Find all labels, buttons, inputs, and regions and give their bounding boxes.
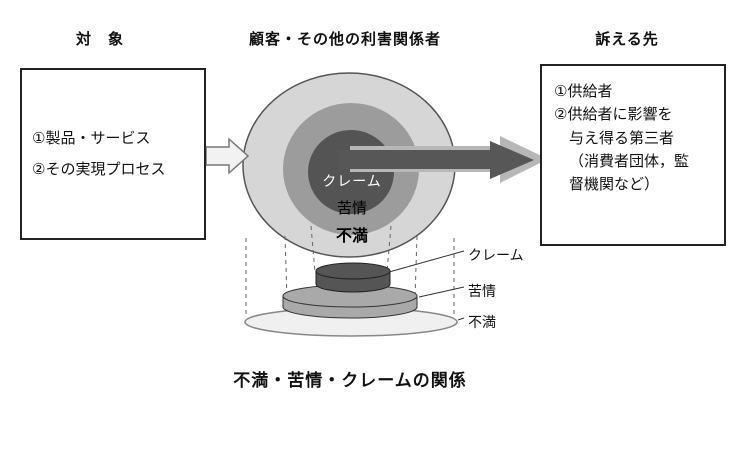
claim-label-connector: [388, 250, 465, 273]
heading-stakeholders: 顧客・その他の利害関係者: [248, 31, 441, 48]
disk-label-claim: クレーム: [468, 247, 524, 263]
appeal-item-supplier: ①供給者: [554, 83, 613, 100]
input-arrow: [205, 137, 250, 175]
output-arrow: [338, 141, 534, 179]
appeal-item-examples-cont: 督機関など）: [569, 176, 660, 193]
diagram-caption: 不満・苦情・クレームの関係: [233, 371, 467, 390]
venn-label-complaint: 苦情: [336, 200, 367, 217]
appeal-item-thirdparty-cont: 与え得る第三者: [569, 129, 675, 147]
disk-label-complaint: 苦情: [468, 283, 496, 299]
complaint-label-connector: [418, 286, 465, 298]
target-item-process: ②その実現プロセス: [32, 161, 166, 178]
venn-label-claim: クレーム: [322, 173, 382, 189]
disk-claim-top: [315, 262, 391, 280]
dashed-projection-line: [284, 235, 288, 299]
heading-target: 対 象: [75, 31, 124, 48]
target-item-products: ①製品・サービス: [32, 129, 151, 147]
appeal-item-thirdparty: ②供給者に影響を: [554, 106, 673, 124]
heading-appeal-to: 訴える先: [595, 31, 659, 48]
appeal-item-examples: （消費者団体，監: [569, 152, 690, 170]
dashed-projection-line: [414, 235, 418, 299]
disk-label-dissatisfaction: 不満: [468, 314, 496, 330]
target-box: ①製品・サービス ②その実現プロセス: [20, 68, 206, 240]
dissatisfaction-label-connector: [457, 317, 465, 321]
appeal-box: ①供給者 ②供給者に影響を 与え得る第三者 （消費者団体，監 督機関など）: [540, 64, 726, 246]
venn-label-dissatisfaction: 不満: [335, 228, 368, 245]
